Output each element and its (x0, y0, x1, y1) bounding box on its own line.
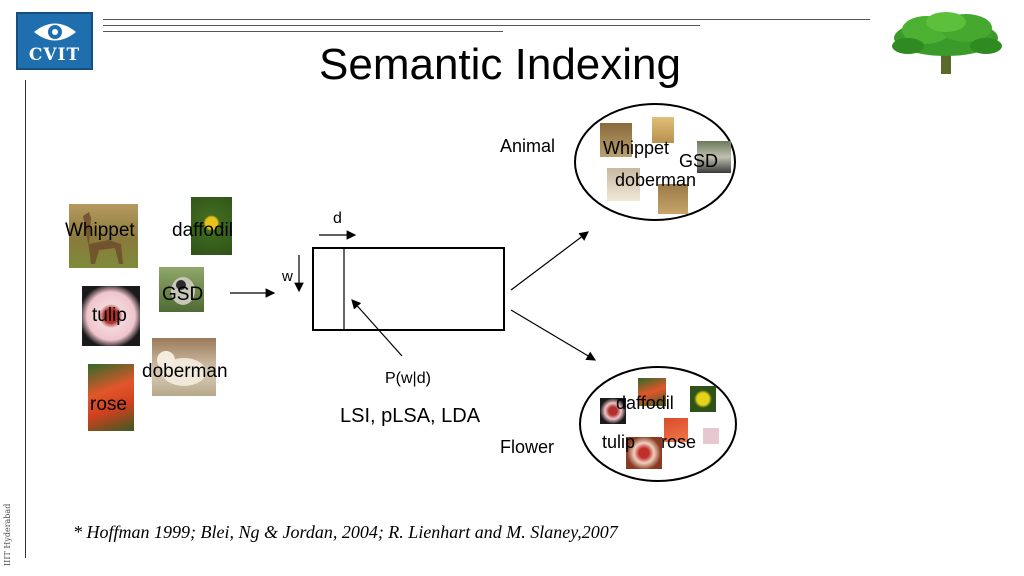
input-label-doberman: doberman (142, 361, 228, 382)
animal-cluster (574, 103, 736, 221)
tree-icon (892, 12, 1002, 74)
header-rule (103, 19, 870, 20)
rose-thumb-2 (664, 418, 688, 442)
input-label-whippet: Whippet (65, 220, 135, 241)
cvit-logo: CVIT (16, 12, 93, 70)
matrix-box (312, 247, 505, 331)
rose-photo (88, 364, 134, 431)
animal-label-doberman: doberman (615, 170, 697, 190)
input-label-rose: rose (90, 394, 127, 415)
flower-label-rose: rose (661, 432, 697, 452)
cell-arrow (351, 299, 403, 357)
input-label-tulip: tulip (92, 305, 127, 326)
input-label-gsd: GSD (162, 284, 204, 305)
row-label: w (282, 268, 293, 285)
col-label: d (333, 210, 342, 227)
cluster-name-animal: Animal (500, 136, 556, 156)
page-title: Semantic Indexing (319, 40, 681, 89)
tulip-thumb (600, 398, 626, 424)
doberman-thumb (607, 168, 640, 201)
rose-thumb (638, 378, 666, 406)
cell-label: P(w|d) (385, 370, 431, 387)
side-rule (25, 80, 26, 558)
input-label-daffodil: daffodil (172, 220, 233, 241)
methods-label: LSI, pLSA, LDA (340, 405, 481, 427)
cluster-name-flower: Flower (500, 437, 555, 457)
citation: * Hoffman 1999; Blei, Ng & Jordan, 2004;… (73, 522, 618, 542)
gsd-photo (159, 267, 204, 312)
dog-thumb-2 (658, 184, 688, 214)
logo-text: CVIT (28, 45, 81, 65)
flower-label-tulip: tulip (602, 432, 636, 452)
doberman-photo (152, 338, 216, 396)
flower-label-daffodil: daffodil (616, 393, 674, 413)
header-rule (103, 31, 503, 32)
tulip-thumb-2 (626, 437, 662, 469)
flower-cluster (579, 366, 737, 482)
eye-icon (34, 23, 76, 41)
animal-label-whippet: Whippet (603, 138, 670, 158)
daffodil-thumb (690, 386, 716, 412)
animal-label-gsd: GSD (679, 151, 719, 171)
whippet-thumb (600, 123, 632, 157)
daffodil-photo (191, 197, 232, 255)
whippet-photo (69, 204, 138, 268)
flower-arrow (510, 309, 597, 361)
tulip-photo (82, 286, 140, 346)
animal-arrow (510, 231, 589, 291)
flower-thumb (703, 428, 719, 444)
gsd-thumb (697, 141, 731, 173)
header-rule (103, 25, 700, 26)
dog-thumb (652, 117, 674, 143)
